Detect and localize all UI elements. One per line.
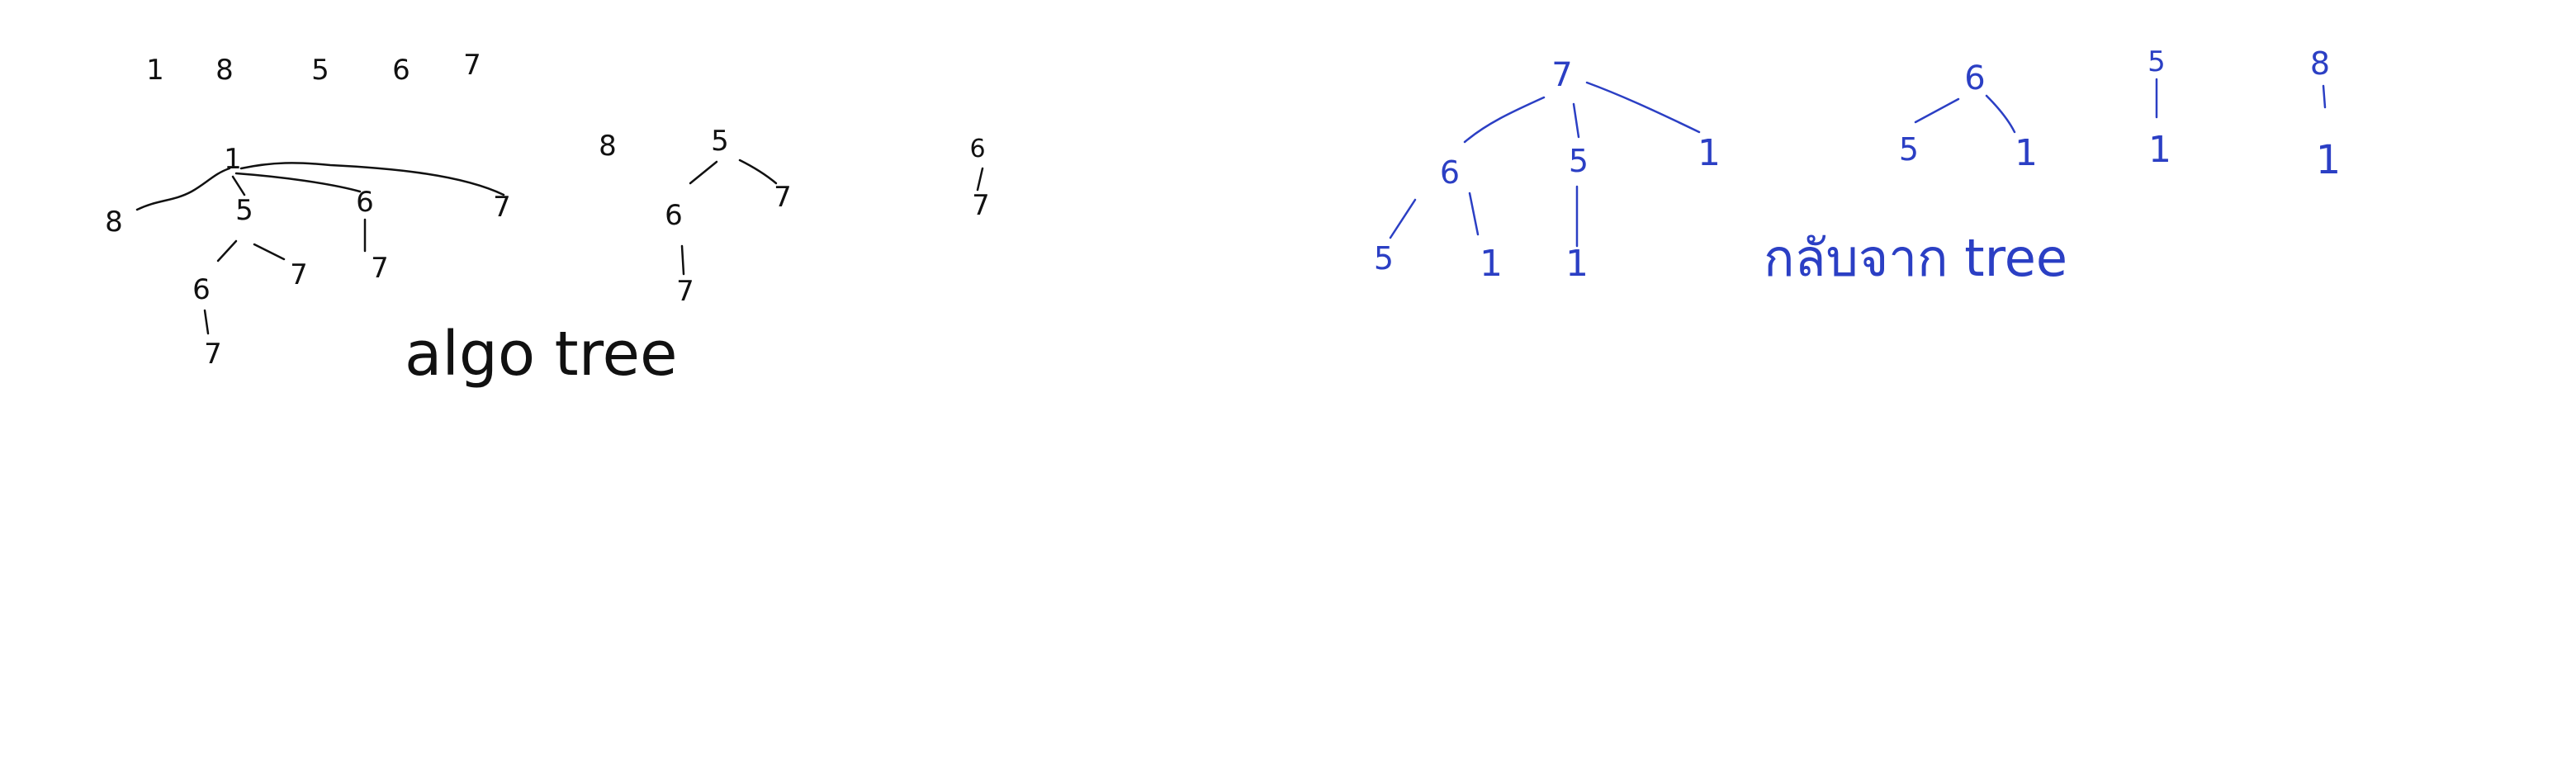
tree-node: 5 <box>1569 143 1589 179</box>
tree-node: 7 <box>371 252 389 285</box>
tree-node: 7 <box>290 258 308 291</box>
tree-node: 1 <box>2015 132 2038 174</box>
tree-edge <box>1468 192 1480 236</box>
tree-node: 1 <box>1480 243 1503 285</box>
right-tree-3: 5 1 <box>2147 45 2171 171</box>
tree-edge <box>239 162 505 196</box>
tree-edge <box>1463 96 1546 144</box>
tree-edge <box>976 167 984 192</box>
tree-node: 6 <box>192 273 211 306</box>
sequence-item: 6 <box>392 54 410 87</box>
left-tree-2: 5 6 7 7 <box>665 125 792 308</box>
tree-node: 7 <box>493 191 511 224</box>
caption-algo-tree: algo tree <box>405 319 678 390</box>
sequence-item: 8 <box>215 54 234 87</box>
tree-node: 8 <box>105 206 123 239</box>
tree-node: 5 <box>2147 45 2166 78</box>
tree-node: 7 <box>972 189 990 222</box>
tree-edge <box>231 175 246 196</box>
tree-edge <box>1585 81 1701 134</box>
standalone-node: 8 <box>599 130 617 163</box>
tree-node: 7 <box>774 181 792 214</box>
tree-edge <box>2322 84 2327 109</box>
tree-edge <box>1572 102 1580 139</box>
tree-node: 1 <box>2148 129 2171 171</box>
tree-node: 1 <box>1565 243 1589 285</box>
sequence-item: 5 <box>311 54 329 87</box>
tree-node: 1 <box>1698 132 1721 174</box>
tree-node: 1 <box>2316 137 2342 183</box>
tree-edge <box>203 309 210 335</box>
tree-node: 5 <box>1899 131 1919 168</box>
tree-edge <box>738 159 778 185</box>
tree-node: 6 <box>1440 154 1460 191</box>
tree-node: 8 <box>2310 45 2330 82</box>
tree-node: 6 <box>969 135 985 163</box>
tree-node: 5 <box>235 194 253 227</box>
tree-edge <box>1914 97 1960 124</box>
black-ink-group: 1 8 5 6 7 1 8 5 6 7 6 <box>105 49 990 390</box>
caption-thai-tree: กลับจาก tree <box>1764 228 2067 288</box>
blue-ink-group: 7 6 5 1 5 1 1 6 5 1 5 1 <box>1374 45 2341 288</box>
tree-node: 7 <box>1551 56 1572 94</box>
tree-edge <box>1389 198 1417 239</box>
tree-edge <box>253 243 286 261</box>
tree-node: 6 <box>356 186 374 219</box>
right-tree-2: 6 5 1 <box>1899 59 2038 174</box>
left-tree-1: 1 8 5 6 7 6 7 7 7 <box>105 143 511 371</box>
tree-node: 1 <box>224 143 242 176</box>
tree-edge <box>680 244 685 276</box>
tree-node: 6 <box>1964 59 1985 97</box>
right-tree-1: 7 6 5 1 5 1 1 <box>1374 56 1721 285</box>
left-tree-3: 6 7 <box>969 135 989 222</box>
tree-node: 7 <box>676 275 694 308</box>
tree-node: 5 <box>711 125 729 158</box>
tree-edge <box>216 239 238 263</box>
sequence-item: 1 <box>146 54 164 87</box>
tree-node: 7 <box>204 338 222 371</box>
tree-edge <box>135 167 231 211</box>
input-sequence: 1 8 5 6 7 <box>146 49 481 87</box>
sequence-item: 7 <box>463 49 481 82</box>
tree-edge <box>1985 94 2016 134</box>
tree-edge <box>689 160 718 185</box>
tree-node: 5 <box>1374 240 1394 277</box>
tree-edge <box>234 172 362 193</box>
tree-node: 6 <box>665 199 683 232</box>
right-tree-4: 8 1 <box>2310 45 2341 183</box>
